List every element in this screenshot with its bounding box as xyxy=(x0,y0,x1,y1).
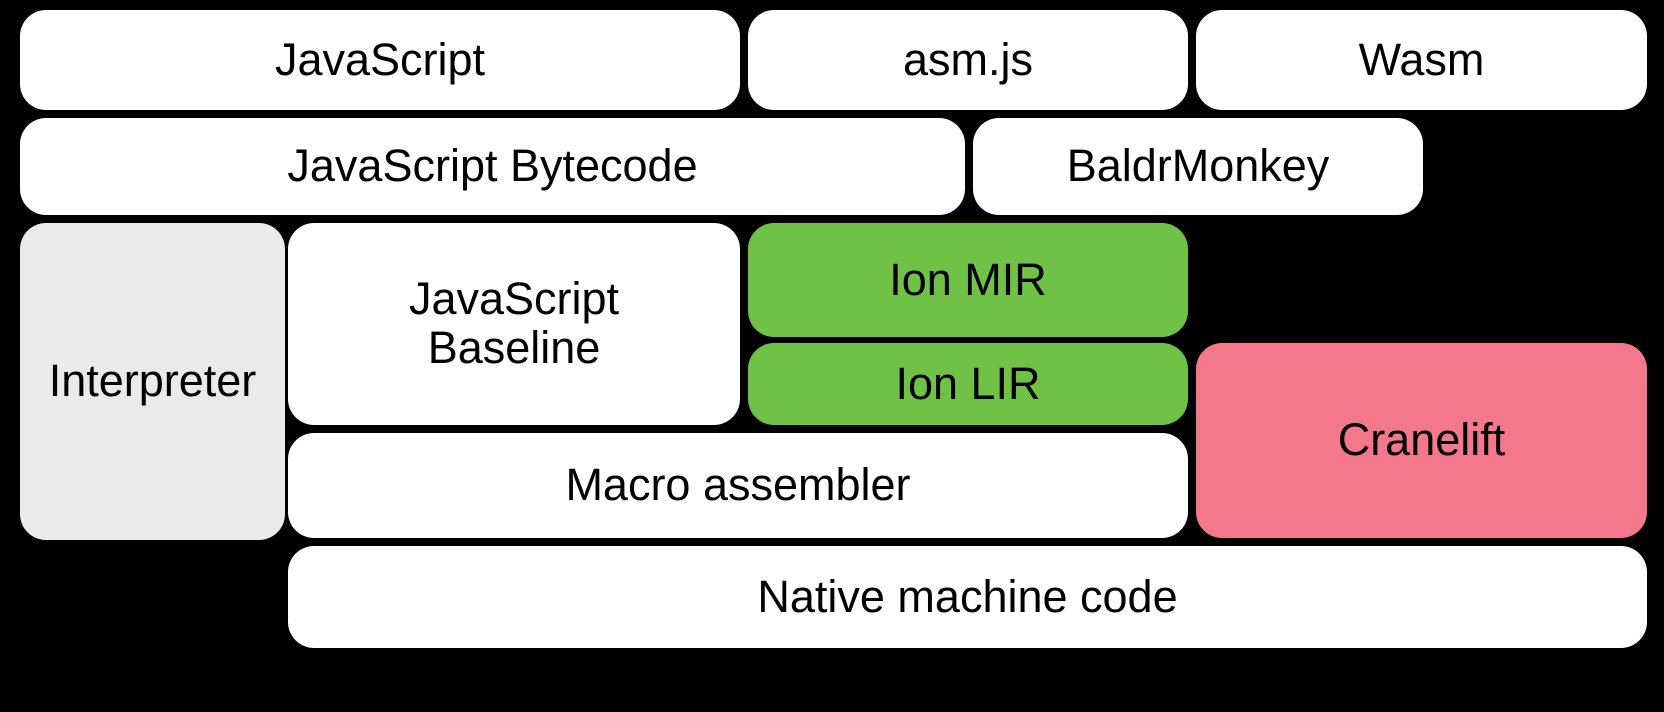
node-macro-assembler: Macro assembler xyxy=(288,433,1188,538)
node-interpreter: Interpreter xyxy=(20,223,285,540)
node-native-machine-code: Native machine code xyxy=(288,546,1647,648)
node-javascript-baseline: JavaScript Baseline xyxy=(288,223,740,425)
node-asmjs: asm.js xyxy=(748,10,1188,110)
node-ion-mir: Ion MIR xyxy=(748,223,1188,337)
node-wasm: Wasm xyxy=(1196,10,1647,110)
node-cranelift: Cranelift xyxy=(1196,343,1647,538)
node-javascript: JavaScript xyxy=(20,10,740,110)
node-ion-lir: Ion LIR xyxy=(748,343,1188,425)
node-baldrmonkey: BaldrMonkey xyxy=(973,118,1423,215)
node-javascript-bytecode: JavaScript Bytecode xyxy=(20,118,965,215)
